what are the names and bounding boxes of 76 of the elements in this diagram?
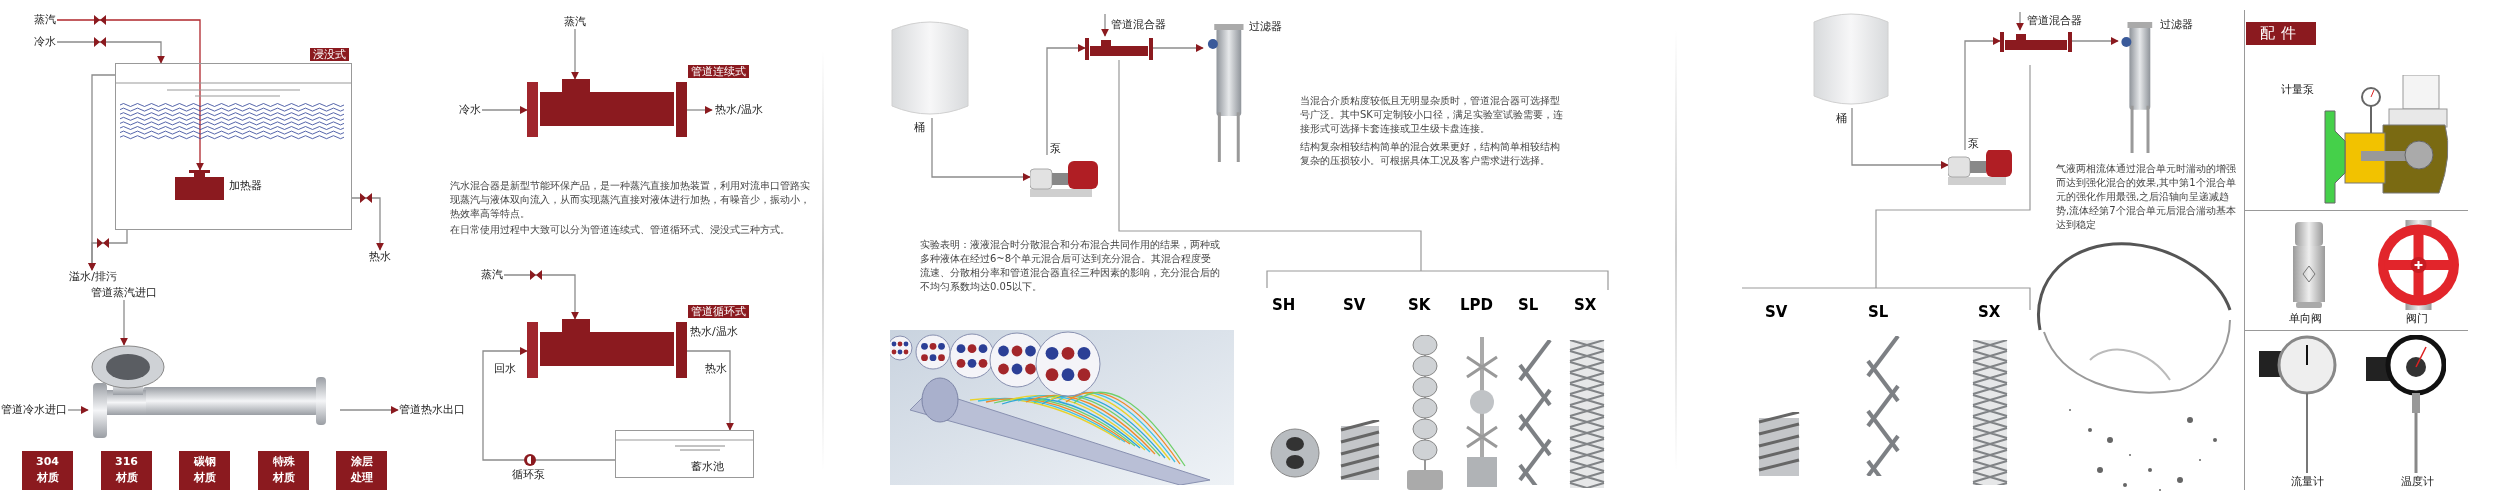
pipe-arrow (339, 406, 399, 414)
pipe-arrow (482, 347, 528, 461)
edge-label: 热水 (704, 362, 728, 375)
description-paragraph: 在日常使用过程中大致可以分为管道连续式、管道循环式、浸没式三种方式。 (450, 223, 791, 237)
type-label: SH (1272, 296, 1296, 314)
material-tile: 涂层处理 (336, 451, 387, 490)
equipment-label: 泵 (1050, 142, 1061, 155)
equipment-label: 过滤器 (1249, 20, 1282, 33)
inlet-label: 管道蒸汽进口 (90, 286, 158, 300)
pipe-arrow (2016, 11, 2024, 31)
pipe-arrow (1046, 44, 1086, 156)
description-paragraph: 结构复杂相较结构简单的混合效果更好，结构简单相较结构复杂的压损较小。可根据具体工况及客户需求进行选择。 (1300, 140, 1561, 168)
title-badge: 浸没式 (310, 48, 349, 61)
pipe-arrow (1851, 107, 1949, 169)
description-paragraph: 气液两相流体通过混合单元时湍动的增强而达到强化混合的效果,其中第1个混合单元的强化作用最强,之后沿轴向呈递减趋势,流体经第7个混合单元后混合湍动基本达到稳定 (2056, 162, 2237, 232)
description-paragraph: 汽水混合器是新型节能环保产品，是一种蒸汽直接加热装置，利用对流串口管路实现蒸汽与液体双向流入，从而实现蒸汽直接对液体进行加热，有噪音少，振动小，热效率高等特点。 (450, 179, 810, 221)
pipe-arrow (686, 106, 713, 114)
description-paragraph: 当混合介质粘度较低且无明显杂质时，管道混合器可选择型号广泛。其中SK可定制较小口径，满足实验室试验需要，连接形式可选择卡套连接或卫生级卡盘连接。 (1300, 94, 1564, 136)
description-paragraph: 实验表明：液液混合时分散混合和分布混合共同作用的结果，两种或多种液体在经过6~8个单元混合后可达到充分混合。其混合程度受流速、分散相分率和管道混合器直径三种因素的影响，充分混合后的不均匀系数均达0.05以下。 (920, 238, 1220, 294)
type-label: SX (1574, 296, 1597, 314)
outlet-label: 管道热水出口 (398, 403, 466, 417)
pipe-arrow (88, 229, 128, 271)
edge-label: 回水 (493, 362, 517, 375)
material-tile: 316材质 (101, 451, 152, 490)
equipment-label: 循环泵 (512, 468, 545, 481)
pipe-arrow (571, 28, 579, 80)
equipment-label: 桶 (914, 121, 925, 134)
panel-header: 配件 (2246, 22, 2316, 45)
inlet-label: 冷水 (33, 35, 57, 49)
tank-label: 蓄水池 (691, 460, 724, 473)
equipment-label: 过滤器 (2160, 18, 2193, 31)
accessory-panel (2244, 10, 2469, 490)
pipe-arrow (1964, 37, 2001, 151)
type-label: LPD (1460, 296, 1493, 314)
equipment-label: 管道混合器 (2027, 14, 2082, 27)
type-label: SV (1765, 303, 1788, 321)
pipe-arrow (120, 299, 128, 346)
equipment-label: 加热器 (229, 179, 262, 192)
pipe-arrow (67, 406, 89, 414)
equipment-label: 阀门 (2406, 312, 2428, 325)
equipment-label: 桶 (1836, 112, 1847, 125)
pipe-arrow (1152, 44, 1204, 52)
title-badge: 管道连续式 (688, 65, 749, 78)
flow-label: 热水/温水 (690, 325, 738, 339)
inlet-label: 管道冷水进口 (0, 403, 68, 417)
pipe-arrow (503, 274, 579, 320)
inlet-label: 蒸汽 (563, 15, 587, 29)
pipe-arrow (1101, 13, 1109, 37)
pipe-arrow (2071, 37, 2119, 45)
equipment-label: 单向阀 (2289, 312, 2322, 325)
outlet-label: 溢水/排污 (66, 270, 120, 284)
outlet-label: 热水/温水 (712, 103, 766, 117)
inlet-label: 蒸汽 (480, 268, 504, 282)
equipment-label: 流量计 (2291, 475, 2324, 488)
equipment-label: 温度计 (2401, 475, 2434, 488)
equipment-label: 泵 (1968, 137, 1979, 150)
pipe-arrow (56, 19, 204, 171)
material-tile: 碳钢材质 (179, 451, 230, 490)
pipe-arrow (931, 117, 1031, 181)
pipe-arrow (686, 350, 734, 431)
pipe-arrow (351, 197, 384, 251)
pipe-arrow (481, 106, 528, 114)
equipment-label: 管道混合器 (1111, 18, 1166, 31)
equipment-label: 计量泵 (2281, 83, 2314, 96)
material-tile: 304材质 (22, 451, 73, 490)
title-badge: 管道循环式 (688, 305, 749, 318)
inlet-label: 蒸汽 (33, 13, 57, 27)
type-label: SX (1978, 303, 2001, 321)
outlet-label: 热水 (368, 250, 392, 264)
type-label: SL (1518, 296, 1539, 314)
pipe-arrow (56, 41, 165, 64)
material-tile: 特殊材质 (258, 451, 309, 490)
type-label: SV (1343, 296, 1366, 314)
type-label: SL (1868, 303, 1889, 321)
inlet-label: 冷水 (458, 103, 482, 117)
type-label: SK (1408, 296, 1431, 314)
